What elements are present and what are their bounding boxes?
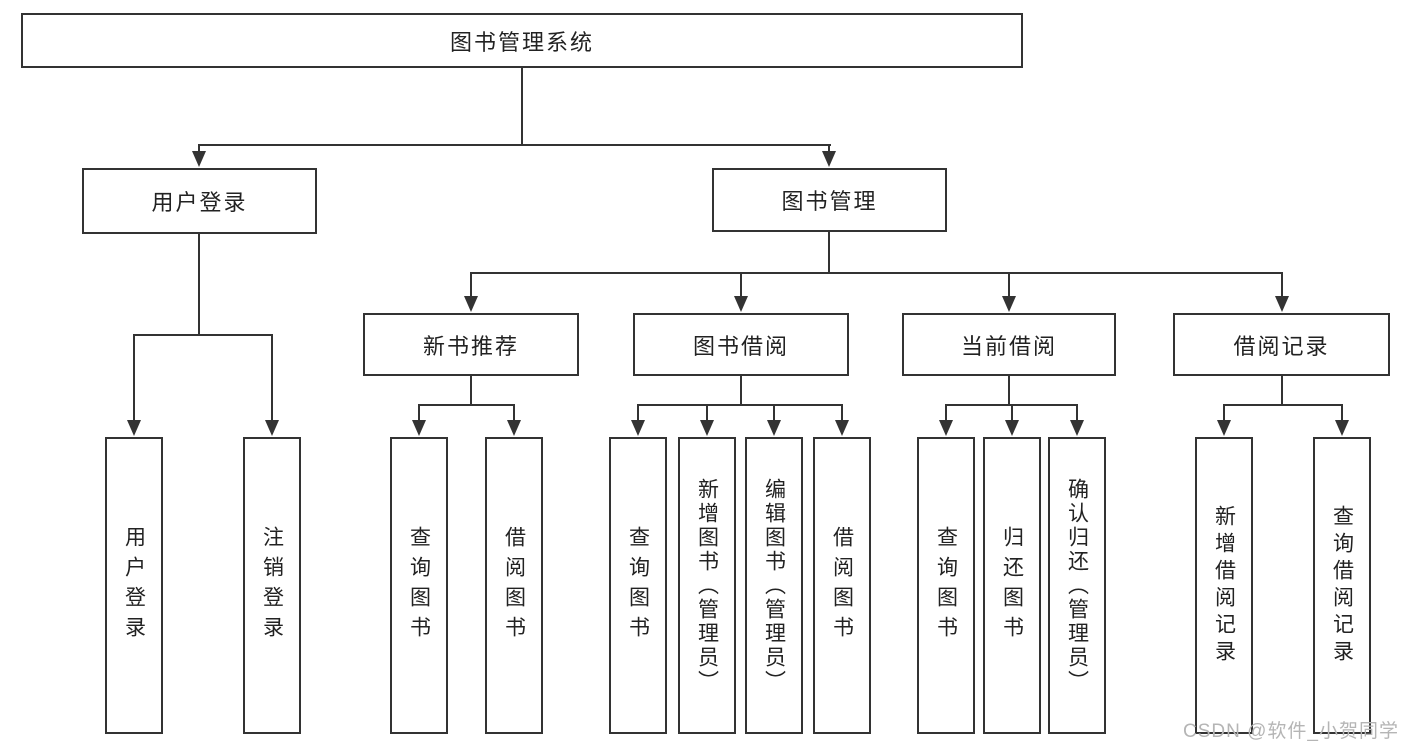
arrow-down-icon [1217, 420, 1231, 436]
connector-hline [133, 334, 273, 336]
node-borrow-books-recommend-label: 借阅图书 [502, 525, 526, 646]
node-logout-label: 注销登录 [260, 525, 284, 646]
node-login: 用户登录 [105, 437, 163, 734]
arrow-down-icon [192, 151, 206, 167]
connector-vline [740, 376, 742, 406]
node-library-system: 图书管理系统 [21, 13, 1023, 68]
node-borrowing-records: 借阅记录 [1173, 313, 1390, 376]
node-user-login: 用户登录 [82, 168, 317, 234]
node-return-book-label: 归还图书 [1000, 525, 1024, 646]
node-book-borrowing-label: 图书借阅 [692, 333, 789, 359]
node-user-login-label: 用户登录 [151, 190, 248, 215]
node-logout: 注销登录 [243, 437, 301, 734]
connector-vline [521, 68, 523, 145]
connector-vline [271, 334, 273, 421]
node-book-borrowing: 图书借阅 [633, 313, 849, 376]
node-add-borrow-record: 新增借阅记录 [1195, 437, 1253, 734]
node-borrow-books-recommend: 借阅图书 [485, 437, 543, 734]
arrow-down-icon [939, 420, 953, 436]
node-query-borrow-record: 查询借阅记录 [1313, 437, 1371, 734]
connector-vline [945, 404, 947, 421]
arrow-down-icon [1070, 420, 1084, 436]
connector-vline [773, 404, 775, 421]
node-add-book-admin: 新增图书（管理员） [678, 437, 736, 734]
connector-vline [1341, 404, 1343, 421]
arrow-down-icon [1002, 296, 1016, 312]
arrow-down-icon [1005, 420, 1019, 436]
node-add-book-admin-label: 新增图书（管理员） [695, 477, 719, 694]
connector-vline [706, 404, 708, 421]
arrow-down-icon [700, 420, 714, 436]
connector-vline [1281, 272, 1283, 297]
connector-vline [1011, 404, 1013, 421]
node-current-borrowing-label: 当前借阅 [960, 333, 1057, 359]
connector-vline [1281, 376, 1283, 406]
node-borrow-books-borrowing-label: 借阅图书 [830, 525, 854, 646]
connector-vline [513, 404, 515, 421]
connector-vline [1008, 376, 1010, 406]
node-query-borrow-record-label: 查询借阅记录 [1330, 504, 1354, 667]
connector-hline [637, 404, 843, 406]
node-add-borrow-record-label: 新增借阅记录 [1212, 504, 1236, 667]
node-current-borrowing: 当前借阅 [902, 313, 1116, 376]
connector-vline [470, 272, 472, 297]
arrow-down-icon [835, 420, 849, 436]
node-confirm-return-admin: 确认归还（管理员） [1048, 437, 1106, 734]
node-edit-book-admin: 编辑图书（管理员） [745, 437, 803, 734]
arrow-down-icon [767, 420, 781, 436]
arrow-down-icon [631, 420, 645, 436]
node-borrow-books-borrowing: 借阅图书 [813, 437, 871, 734]
connector-vline [828, 232, 830, 273]
connector-vline [637, 404, 639, 421]
node-query-books-current-label: 查询图书 [934, 525, 958, 646]
node-book-management-label: 图书管理 [781, 189, 878, 214]
arrow-down-icon [734, 296, 748, 312]
connector-hline [418, 404, 515, 406]
connector-hline [1223, 404, 1343, 406]
connector-hline [198, 144, 831, 146]
connector-vline [198, 234, 200, 336]
connector-vline [841, 404, 843, 421]
node-query-books-borrowing: 查询图书 [609, 437, 667, 734]
node-borrowing-records-label: 借阅记录 [1233, 333, 1330, 359]
connector-vline [1008, 272, 1010, 297]
node-query-books-recommend: 查询图书 [390, 437, 448, 734]
arrow-down-icon [265, 420, 279, 436]
connector-vline [133, 334, 135, 421]
connector-vline [418, 404, 420, 421]
node-return-book: 归还图书 [983, 437, 1041, 734]
watermark: CSDN @软件_小贺同学 [1183, 721, 1399, 742]
node-query-books-recommend-label: 查询图书 [407, 525, 431, 646]
arrow-down-icon [1335, 420, 1349, 436]
node-confirm-return-admin-label: 确认归还（管理员） [1065, 477, 1089, 694]
arrow-down-icon [1275, 296, 1289, 312]
node-edit-book-admin-label: 编辑图书（管理员） [762, 477, 786, 694]
node-new-book-recommend: 新书推荐 [363, 313, 579, 376]
node-new-book-recommend-label: 新书推荐 [422, 333, 519, 359]
arrow-down-icon [127, 420, 141, 436]
arrow-down-icon [464, 296, 478, 312]
arrow-down-icon [507, 420, 521, 436]
node-query-books-current: 查询图书 [917, 437, 975, 734]
connector-vline [1076, 404, 1078, 421]
connector-hline [470, 272, 1283, 274]
node-query-books-borrowing-label: 查询图书 [626, 525, 650, 646]
connector-vline [470, 376, 472, 406]
arrow-down-icon [412, 420, 426, 436]
node-login-label: 用户登录 [122, 525, 146, 646]
node-library-system-label: 图书管理系统 [449, 29, 594, 55]
connector-vline [1223, 404, 1225, 421]
connector-vline [198, 144, 200, 152]
connector-vline [828, 144, 830, 152]
connector-vline [740, 272, 742, 297]
arrow-down-icon [822, 151, 836, 167]
node-book-management: 图书管理 [712, 168, 947, 232]
